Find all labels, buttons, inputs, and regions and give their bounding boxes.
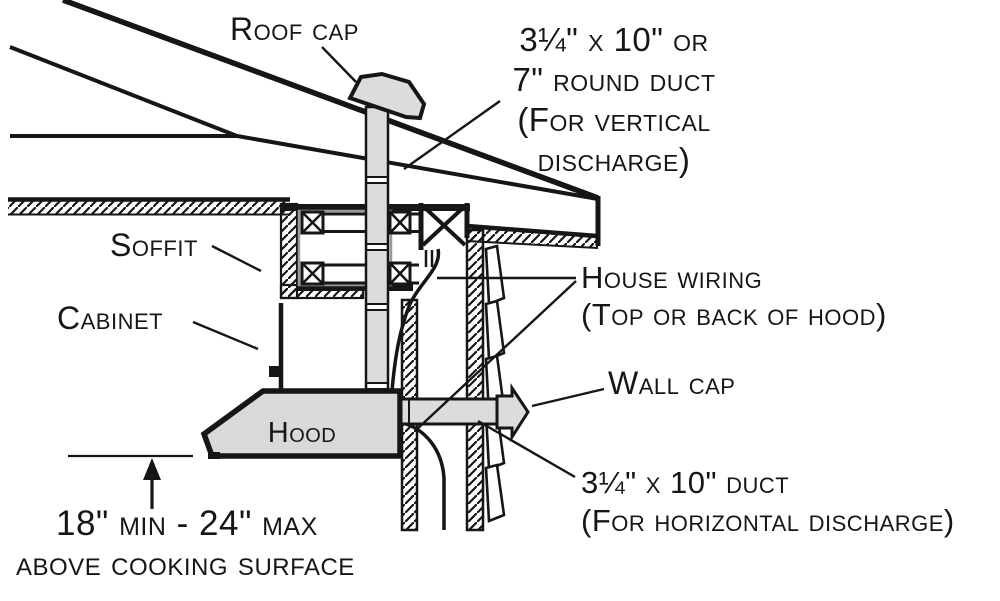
hood-foot [208, 452, 220, 459]
roof [9, 0, 601, 246]
ceiling [8, 197, 290, 216]
roof-cap [347, 71, 427, 121]
label-soffit: Soffit [110, 227, 198, 263]
wall-outer-hatch [465, 228, 485, 532]
soffit-left-hatch [279, 202, 299, 300]
leader-house-wiring-back [414, 280, 577, 432]
clearance-dimension [68, 454, 193, 509]
roof-top-line [62, 0, 599, 201]
dimension-arrow-head [143, 458, 161, 480]
soffit-x-blocks [300, 210, 412, 286]
hood [200, 388, 403, 459]
soffit-bottom-bar [296, 284, 413, 291]
label-wall-cap: Wall cap [608, 365, 736, 401]
leader-soffit [211, 244, 262, 273]
house-wiring-cables [390, 248, 446, 530]
label-vertical-duct-line4: discharge) [537, 141, 691, 178]
wire-to-hood-top [390, 248, 441, 392]
label-roof-cap: Roof cap [230, 11, 359, 47]
duct-joints [366, 176, 388, 390]
vertical-duct [364, 105, 390, 394]
label-horizontal-duct-line1: 3¼" x 10" duct [581, 465, 790, 500]
leader-lines [192, 46, 605, 479]
label-horizontal-duct-line2: (For horizontal discharge) [581, 503, 955, 538]
leader-wall-cap [531, 387, 605, 408]
cabinet [269, 303, 284, 391]
eave-framing-column [418, 203, 470, 267]
eave-soffit [466, 223, 598, 250]
wall-cap [495, 383, 530, 443]
ceiling-hatch [8, 201, 290, 214]
label-house-wiring-line1: House wiring [581, 260, 763, 295]
label-house-wiring: House wiring (Top or back of hood) [581, 259, 887, 333]
label-vertical-duct-line2: 7" round duct [512, 61, 716, 98]
label-vertical-duct-line1: 3¼" x 10" or [519, 21, 709, 58]
label-cabinet: Cabinet [57, 300, 164, 336]
cabinet-knob [269, 366, 280, 377]
wire-to-hood-back [405, 422, 446, 530]
label-clearance-reference: above cooking surface [16, 545, 355, 583]
leader-vertical-duct [403, 100, 501, 170]
leader-horizontal-duct [477, 419, 576, 479]
siding-boards [484, 244, 506, 523]
leader-roof-cap [321, 46, 357, 83]
label-hood: Hood [267, 417, 337, 449]
label-horizontal-duct: 3¼" x 10" duct (For horizontal discharge… [581, 464, 955, 540]
leader-cabinet [192, 320, 259, 351]
horizontal-duct [399, 397, 502, 426]
label-clearance-range: 18" min - 24" max [56, 504, 318, 543]
wall [400, 228, 506, 532]
eave-top-line [466, 223, 598, 239]
label-vertical-duct: 3¼" x 10" or 7" round duct (For vertical… [478, 20, 750, 180]
label-house-wiring-line2: (Top or back of hood) [581, 297, 887, 332]
label-vertical-duct-line3: (For vertical [517, 101, 711, 138]
soffit-cavity-outline [297, 209, 393, 287]
